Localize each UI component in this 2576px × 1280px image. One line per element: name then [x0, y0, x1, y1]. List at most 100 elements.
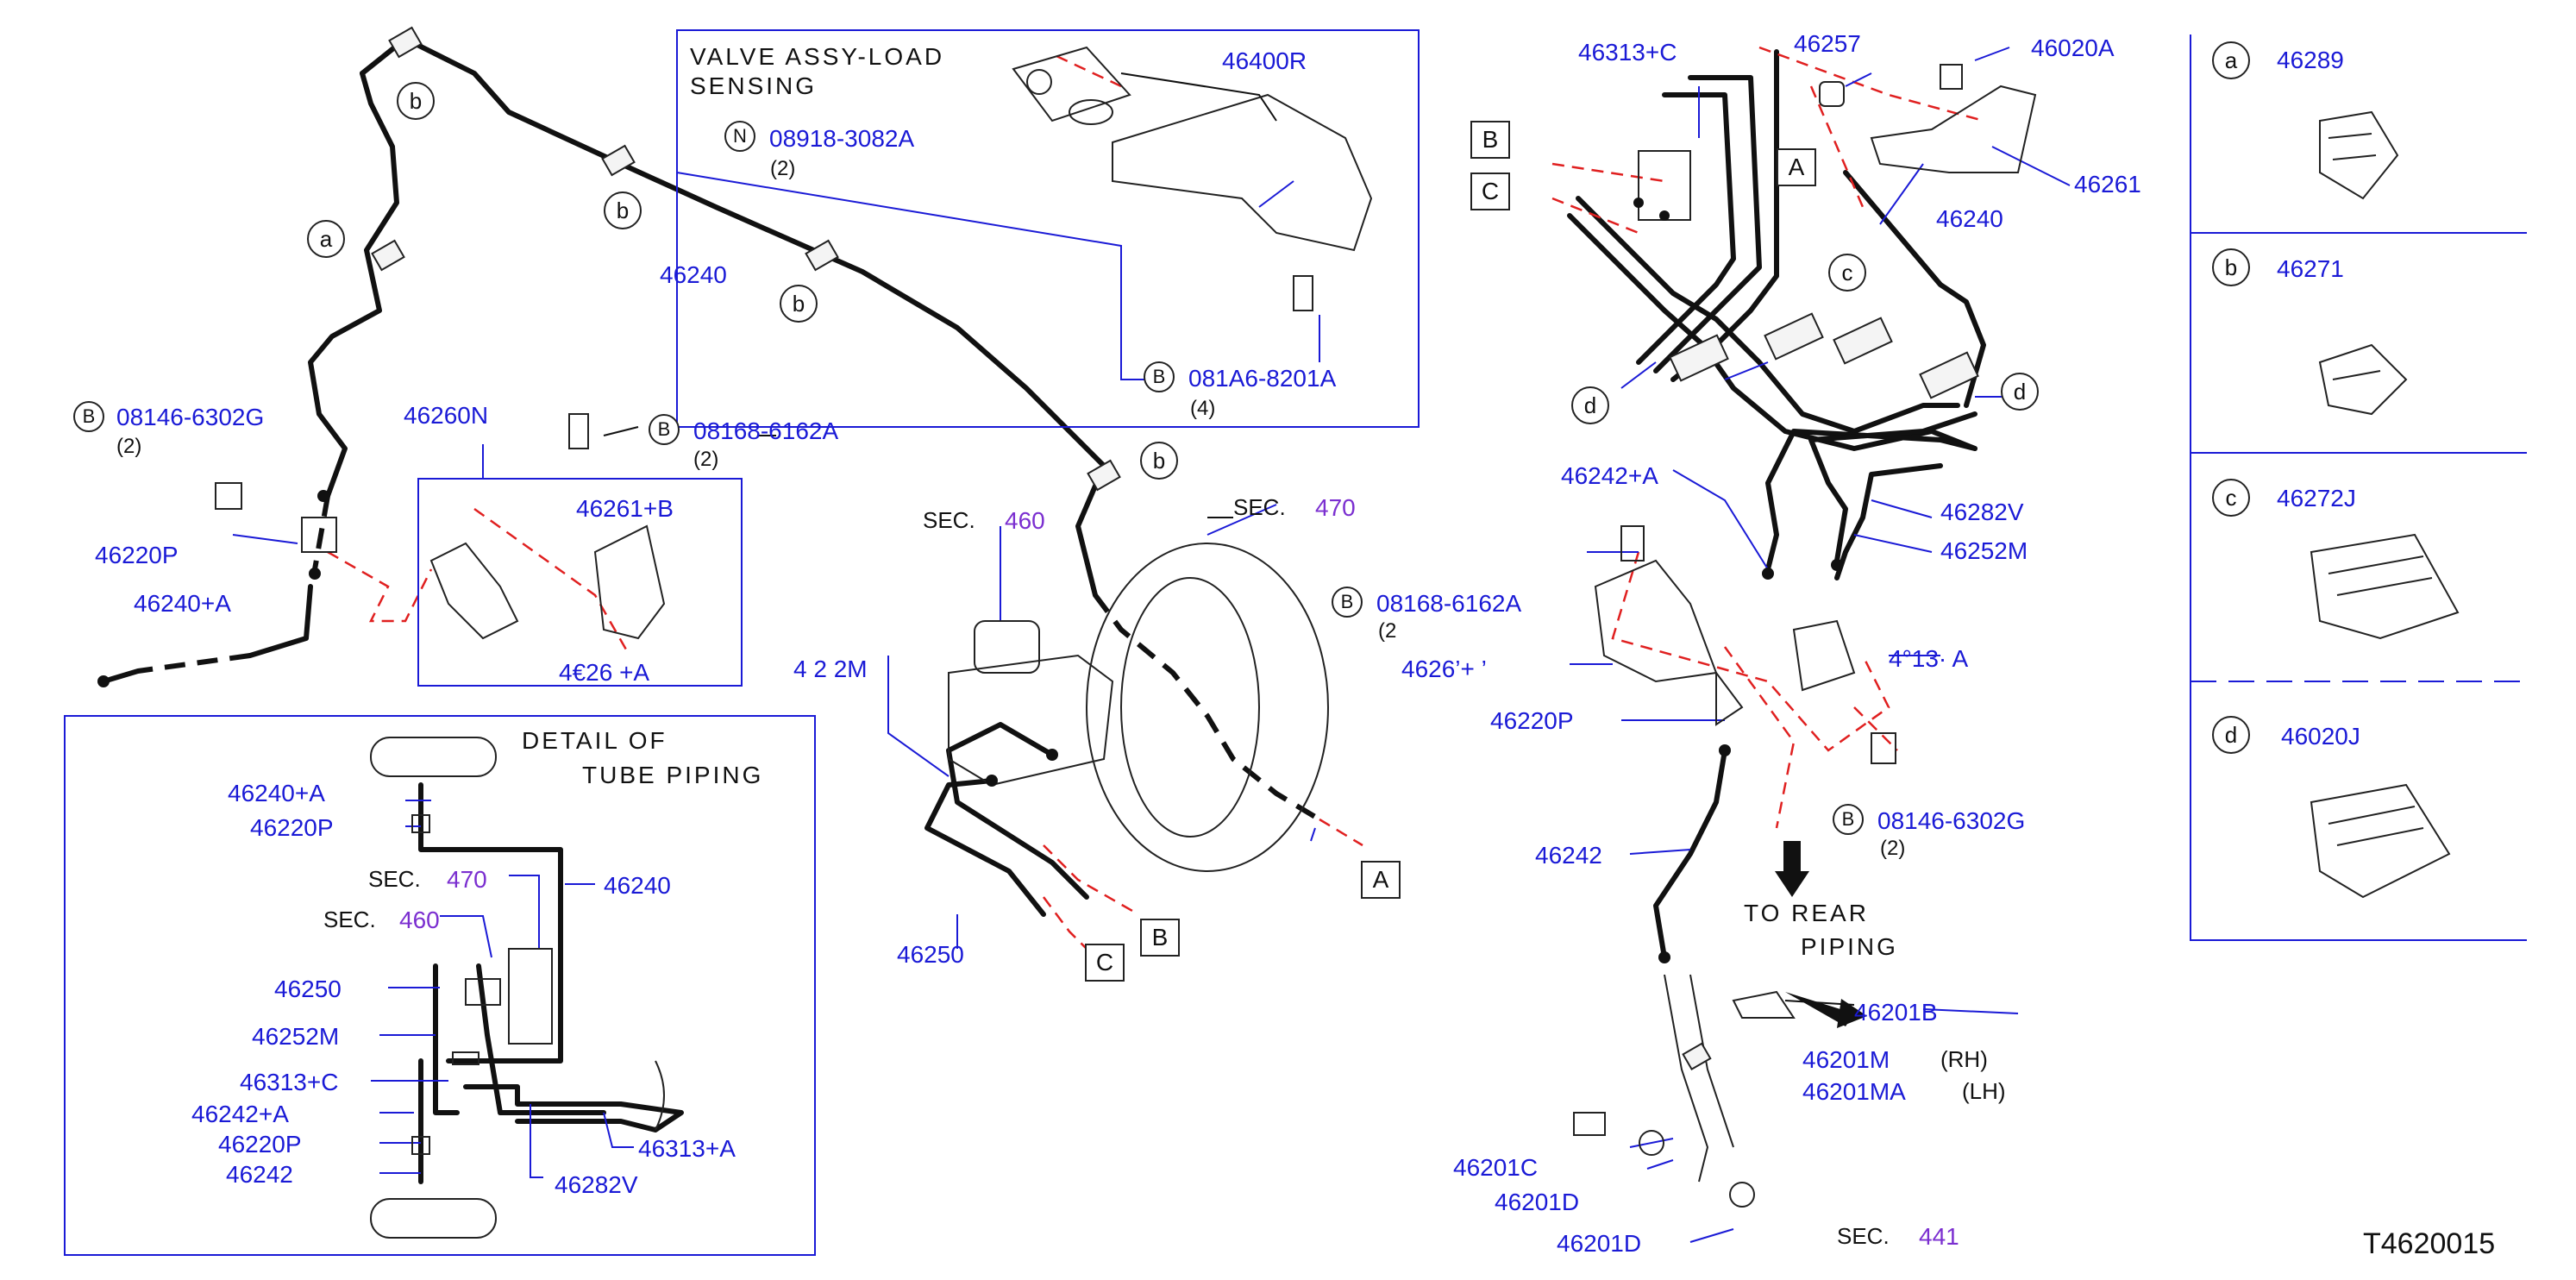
bracket-detail-box	[417, 478, 743, 687]
sec-label-460: SEC.	[923, 507, 975, 533]
part-46257[interactable]: 46257	[1794, 30, 1861, 57]
detail-part-46313a[interactable]: 46313+A	[638, 1135, 736, 1162]
part-08168-6162a-left[interactable]: 08168-6162A	[693, 417, 839, 444]
legend-letter-b: b	[2212, 248, 2250, 286]
part-46201ma[interactable]: 46201MA	[1802, 1078, 1906, 1105]
part-46240-right[interactable]: 46240	[1936, 205, 2003, 232]
master-cylinder	[948, 654, 1114, 787]
detail-part-46250[interactable]: 46250	[274, 976, 342, 1002]
dashed-tube-left	[312, 495, 330, 570]
valve-assy-box	[676, 29, 1420, 428]
part-46201d-lower[interactable]: 46201D	[1557, 1230, 1642, 1257]
part-08146-6302g-left[interactable]: 08146-6302G	[116, 404, 265, 430]
brake-tube-bundle-4	[1653, 75, 1762, 373]
detail-sec-number-460[interactable]: 460	[399, 907, 440, 933]
sec-number-441[interactable]: 441	[1919, 1223, 1959, 1250]
to-rear-line1: TO REAR	[1744, 900, 1869, 926]
clip-callout-b-3: b	[780, 285, 818, 323]
part-46260n[interactable]: 46260N	[404, 402, 489, 429]
part-46400r[interactable]: 46400R	[1222, 47, 1307, 74]
detail-title-line2: TUBE PIPING	[582, 762, 764, 788]
bracket-46261	[1870, 85, 2037, 173]
part-46240a-left[interactable]: 46240+A	[134, 590, 231, 617]
clip-callout-d-left: d	[1571, 386, 1609, 424]
clip-46289	[2319, 110, 2399, 200]
part-46220p-left[interactable]: 46220P	[95, 542, 179, 568]
detail-part-46220p-top[interactable]: 46220P	[250, 814, 334, 841]
part-46250[interactable]: 46250	[897, 941, 964, 968]
bolt-symbol-mid: B	[649, 414, 680, 445]
part-46201c[interactable]: 46201C	[1453, 1154, 1539, 1181]
detail-part-46220p-bottom[interactable]: 46220P	[218, 1131, 302, 1158]
brake-tube-46242a	[1765, 429, 1977, 572]
legend-part-46271[interactable]: 46271	[2277, 255, 2344, 282]
detail-part-46313c[interactable]: 46313+C	[240, 1069, 339, 1095]
part-46020a[interactable]: 46020A	[2031, 35, 2115, 61]
legend-part-46020j[interactable]: 46020J	[2281, 723, 2360, 750]
detail-part-46240[interactable]: 46240	[604, 872, 671, 899]
lh-label: (LH)	[1962, 1078, 2006, 1104]
diagram-id: T4620015	[2363, 1227, 2496, 1260]
valve-bracket	[1112, 93, 1373, 252]
part-08146-6302g-right[interactable]: 08146-6302G	[1877, 807, 2026, 834]
part-fragment-46260a[interactable]: 4€26 +A	[559, 659, 650, 686]
bolt-symbol-right-top: B	[1332, 587, 1363, 618]
legend-part-46272j[interactable]: 46272J	[2277, 485, 2356, 511]
bolt-symbol-left: B	[73, 401, 104, 432]
bolt-symbol-valve: B	[1144, 361, 1175, 392]
sec-number-460[interactable]: 460	[1005, 507, 1045, 534]
part-46201m[interactable]: 46201M	[1802, 1046, 1890, 1073]
part-46242a-right[interactable]: 46242+A	[1561, 462, 1658, 489]
part-fragment-46252m[interactable]: 4 2 2M	[793, 656, 868, 682]
part-46313c-right[interactable]: 46313+C	[1578, 39, 1677, 66]
part-46240-left[interactable]: 46240	[660, 261, 727, 288]
part-46261[interactable]: 46261	[2074, 171, 2141, 198]
detail-part-46282v[interactable]: 46282V	[555, 1171, 638, 1198]
part-081a6-8201a[interactable]: 081A6-8201A	[1188, 365, 1337, 392]
detail-part-46242[interactable]: 46242	[226, 1161, 293, 1188]
part-46220p-right[interactable]: 46220P	[1490, 707, 1574, 734]
clip-callout-b-4: b	[1140, 442, 1178, 480]
bolt-symbol-right-bottom: B	[1833, 804, 1864, 835]
clip-46271	[2318, 343, 2408, 416]
sec-label-470: SEC.	[1233, 494, 1286, 520]
bolt-quantity-right-top: (2	[1378, 619, 1397, 643]
brake-tube-46250	[924, 778, 1046, 917]
part-fragment-46261c[interactable]: 4626’+ ’	[1401, 656, 1487, 682]
part-46201b[interactable]: 46201B	[1854, 999, 1938, 1026]
detail-pipe-mid	[433, 963, 460, 1115]
part-46252m-right[interactable]: 46252M	[1940, 537, 2028, 564]
valve-assy-title-line2: SENSING	[690, 72, 818, 99]
part-46261b[interactable]: 46261+B	[576, 495, 674, 522]
connection-ref-c-right: C	[1470, 173, 1510, 210]
detail-sec-number-470[interactable]: 470	[447, 866, 487, 893]
clip-callout-c-right: c	[1828, 254, 1866, 292]
part-08918-3082a[interactable]: 08918-3082A	[769, 125, 915, 152]
nut-symbol: N	[724, 121, 755, 152]
detail-wheel-front	[370, 737, 497, 777]
part-fragment-46313a[interactable]: 4°13· A	[1889, 645, 1969, 672]
part-46282v-right[interactable]: 46282V	[1940, 499, 2024, 525]
nut-quantity: (2)	[770, 157, 796, 180]
clip-46272j	[2310, 533, 2460, 640]
connector-46313c	[1638, 150, 1691, 221]
detail-part-46252m[interactable]: 46252M	[252, 1023, 340, 1050]
legend-letter-d: d	[2212, 716, 2250, 754]
brake-tube-46242	[1653, 748, 1727, 960]
sec-number-470[interactable]: 470	[1315, 494, 1356, 521]
legend-letter-a: a	[2212, 41, 2250, 79]
detail-sec-label-470: SEC.	[368, 866, 421, 892]
part-46242-right[interactable]: 46242	[1535, 842, 1602, 869]
detail-pipe-main	[418, 782, 563, 1064]
clip-callout-b-2: b	[604, 191, 642, 229]
brake-tube-bundle-3	[1636, 92, 1736, 365]
dashed-tube-center	[1093, 593, 1321, 822]
rh-label: (RH)	[1940, 1046, 1988, 1072]
legend-part-46289[interactable]: 46289	[2277, 47, 2344, 73]
part-46201d-upper[interactable]: 46201D	[1495, 1189, 1580, 1215]
part-08168-6162a-right[interactable]: 08168-6162A	[1376, 590, 1522, 617]
detail-part-46242a[interactable]: 46242+A	[191, 1101, 289, 1127]
detail-part-46240a[interactable]: 46240+A	[228, 780, 325, 806]
